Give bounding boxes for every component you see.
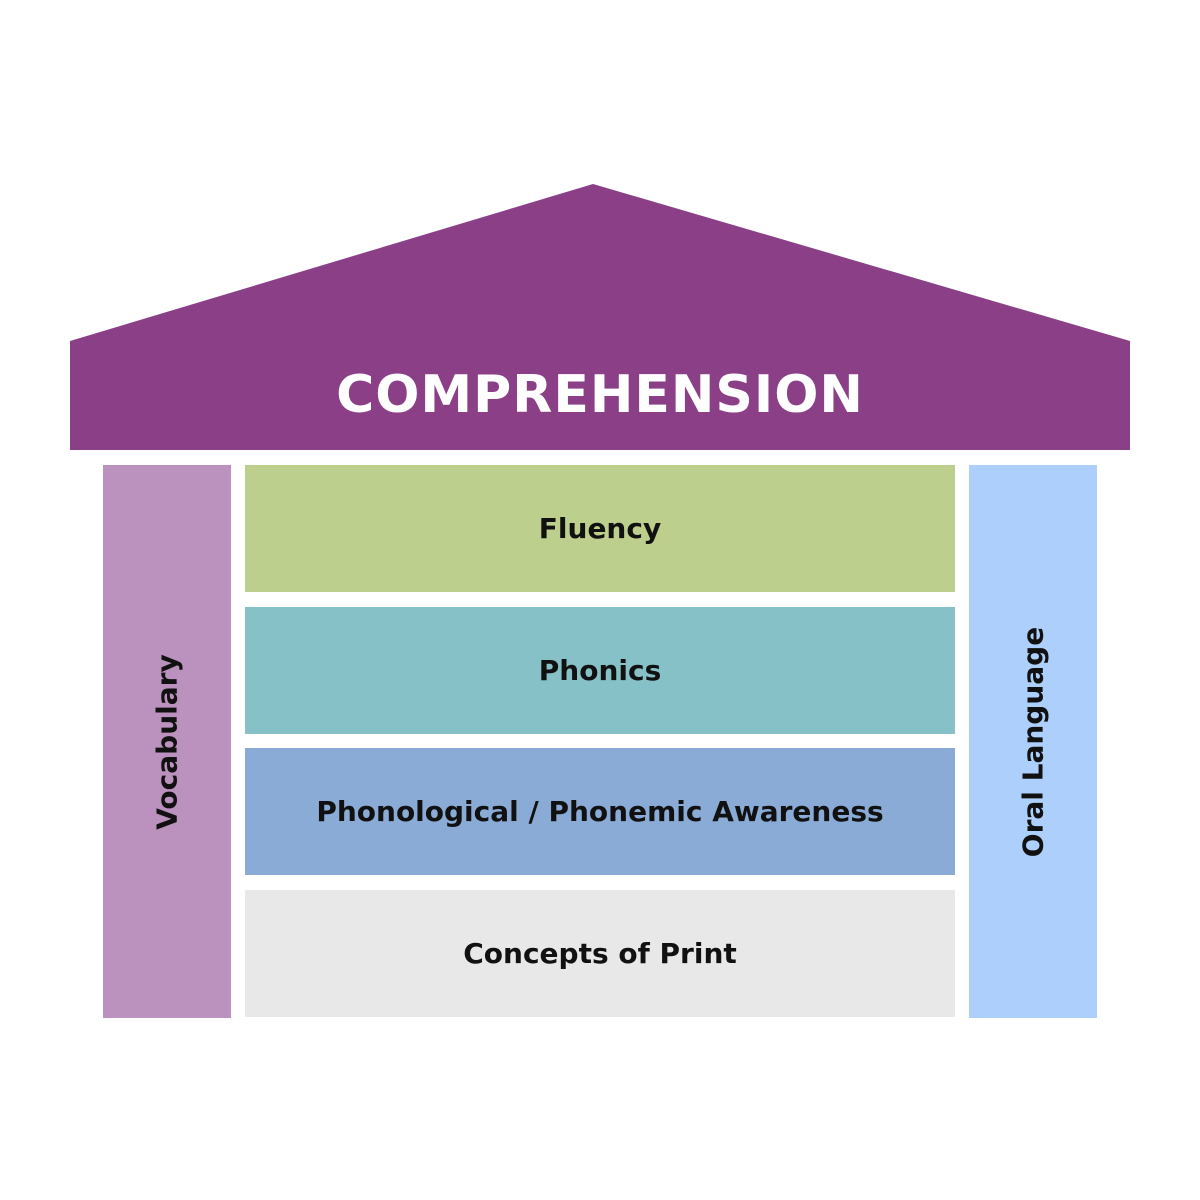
roof-label: COMPREHENSION <box>336 365 864 425</box>
layer-fluency-label: Fluency <box>538 512 662 545</box>
layer-phonics: Phonics <box>245 607 955 734</box>
roof-shape <box>70 184 1130 450</box>
pillar-oral-language: Oral Language <box>969 465 1097 1018</box>
layer-phonological-awareness-label: Phonological / Phonemic Awareness <box>316 795 884 828</box>
layer-concepts-of-print: Concepts of Print <box>245 890 955 1017</box>
layer-phonological-awareness: Phonological / Phonemic Awareness <box>245 748 955 875</box>
pillar-vocabulary-label: Vocabulary <box>150 653 184 830</box>
layer-fluency: Fluency <box>245 465 955 592</box>
pillar-vocabulary: Vocabulary <box>103 465 231 1018</box>
layer-phonics-label: Phonics <box>538 654 662 687</box>
pillar-oral-language-label: Oral Language <box>1016 626 1050 857</box>
layer-concepts-of-print-label: Concepts of Print <box>463 937 737 970</box>
